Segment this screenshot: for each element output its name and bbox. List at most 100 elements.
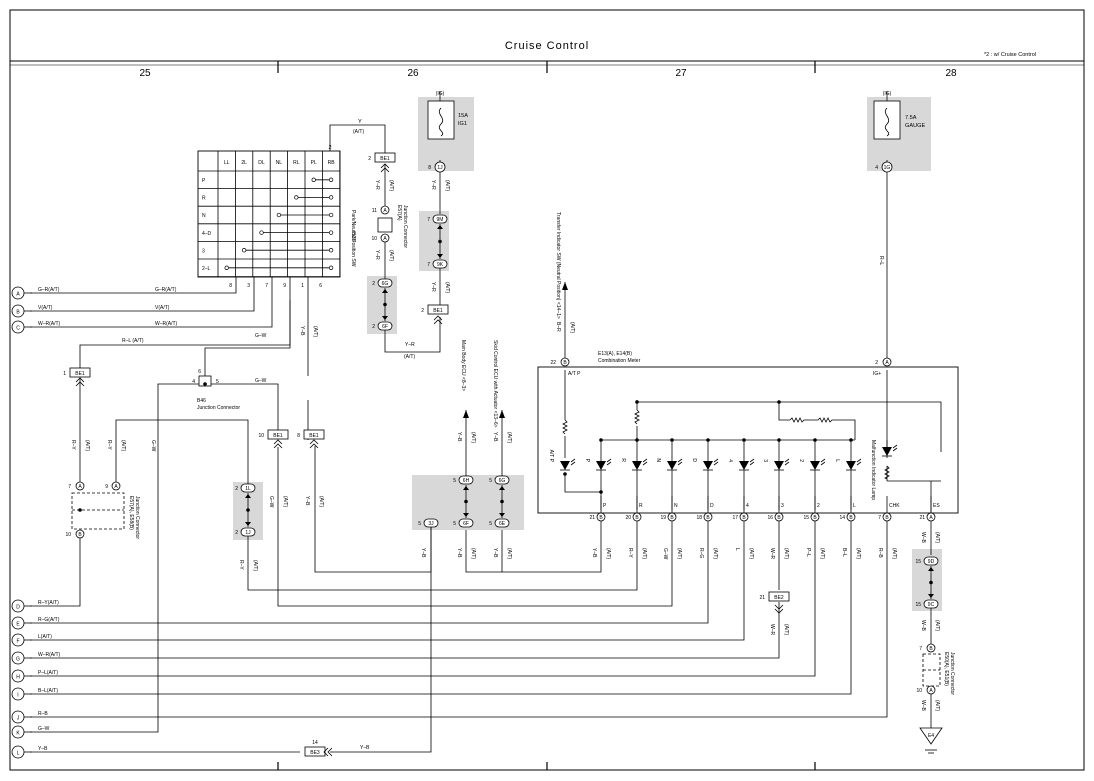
meter-pin-label: ES xyxy=(933,503,940,509)
connector-be1-c: BE1 10 xyxy=(258,429,289,440)
connector-pin: 7 xyxy=(427,262,430,268)
led-7: 2 xyxy=(798,438,826,510)
svg-text:BE1: BE1 xyxy=(273,433,283,439)
svg-text:(A/T): (A/T) xyxy=(252,560,258,571)
connector-code: 6G xyxy=(499,478,506,484)
terminal-letter: K xyxy=(16,731,20,737)
connector-pin: 2 xyxy=(372,281,375,287)
svg-text:Y: Y xyxy=(358,119,362,125)
terminal-letter: F xyxy=(16,639,19,645)
terminal-letter: C xyxy=(16,326,20,332)
meter-pin-number: 7 xyxy=(878,515,881,521)
meter-pin-label: P xyxy=(603,503,607,509)
svg-text:Y–B: Y–B xyxy=(456,548,462,558)
led-label: 4 xyxy=(727,459,733,462)
svg-text:Junction Connector: Junction Connector xyxy=(949,652,955,695)
svg-text:Junction Connector: Junction Connector xyxy=(402,205,408,248)
svg-text:(A/T): (A/T) xyxy=(353,129,364,135)
resistor-r xyxy=(634,409,640,425)
svg-text:5: 5 xyxy=(216,379,219,385)
svg-text:R–L: R–L xyxy=(878,256,884,265)
terminal-wire: P–L(A/T) xyxy=(38,670,58,676)
connector-3j: 3J5 xyxy=(418,518,439,528)
fuse-gauge-pin: 4 xyxy=(875,165,878,171)
svg-text:10: 10 xyxy=(916,688,922,694)
svg-text:7: 7 xyxy=(919,646,922,652)
svg-text:(A/T): (A/T) xyxy=(120,440,126,451)
led-0: A/T P xyxy=(548,450,576,471)
meter-pin-number: 20 xyxy=(625,515,631,521)
svg-text:Y–R: Y–R xyxy=(374,250,380,260)
svg-text:R–Y: R–Y xyxy=(70,440,76,450)
svg-text:10: 10 xyxy=(258,433,264,439)
svg-text:BE2: BE2 xyxy=(774,595,784,601)
led-label: L xyxy=(834,459,840,462)
left-terminal-C: CW–R(A/T) xyxy=(11,320,61,334)
svg-text:E13(A), E14(B): E13(A), E14(B) xyxy=(598,351,632,357)
svg-text:(A/T): (A/T) xyxy=(934,620,940,631)
svg-text:W–R: W–R xyxy=(769,624,775,636)
fuse-ig1-pin: 8 xyxy=(428,165,431,171)
svg-text:(A/T): (A/T) xyxy=(934,532,940,543)
led-label: N xyxy=(655,458,661,462)
led-mil xyxy=(882,447,892,456)
svg-text:2: 2 xyxy=(421,308,424,314)
left-terminal-H: HP–L(A/T) xyxy=(11,669,58,683)
wires xyxy=(30,91,942,753)
connector-code: 3J xyxy=(428,521,434,527)
terminal-wire: R–Y(A/T) xyxy=(38,600,59,606)
led-label: R xyxy=(620,458,626,462)
connector-code: 9M xyxy=(437,217,444,223)
svg-text:E50(A), E51(B): E50(A), E51(B) xyxy=(943,652,949,686)
meter-pin-conn: B xyxy=(635,515,639,521)
svg-text:A/T P: A/T P xyxy=(568,371,581,377)
svg-text:W–B: W–B xyxy=(920,620,926,632)
connector-pin: 5 xyxy=(489,478,492,484)
svg-text:Junction Connector: Junction Connector xyxy=(134,496,140,539)
svg-text:G–W: G–W xyxy=(268,496,274,508)
meter-wire-at: (A/T) xyxy=(676,548,682,559)
connector-code: 1J xyxy=(245,530,251,536)
svg-text:(A/T): (A/T) xyxy=(783,624,789,635)
svg-text:Junction Connector: Junction Connector xyxy=(197,405,240,411)
svg-text:A: A xyxy=(929,688,933,694)
left-terminal-A: AG–R(A/T) xyxy=(11,286,60,300)
chevrons xyxy=(75,163,784,757)
meter-wire: R–B xyxy=(877,548,883,558)
connector-pin: 2 xyxy=(235,530,238,536)
svg-text:R–Y: R–Y xyxy=(238,560,244,570)
switch-row-label: R xyxy=(202,196,206,202)
terminal-wire: G–W xyxy=(38,726,50,732)
meter-pin-number: 17 xyxy=(732,515,738,521)
svg-text:(A/T): (A/T) xyxy=(388,250,394,261)
meter-pin-conn: B xyxy=(742,515,746,521)
switch-header: DL xyxy=(258,160,265,166)
svg-text:B: B xyxy=(78,532,82,538)
terminal-wire: W–R(A/T) xyxy=(38,652,61,658)
led-label: 2 xyxy=(798,459,804,462)
svg-text:(A/T): (A/T) xyxy=(282,496,288,507)
junction-e50: B A 7 10 E50(A), E51(B) Junction Connect… xyxy=(916,643,955,695)
meter-wire: R–Y xyxy=(627,548,633,558)
svg-text:Malfunction Indicator Lamp: Malfunction Indicator Lamp xyxy=(870,440,876,500)
fuse-ig1: (IG) 15A IG1 1J 8 xyxy=(427,91,468,173)
svg-text:W–B: W–B xyxy=(920,700,926,712)
svg-text:Y–B: Y–B xyxy=(420,548,426,558)
meter-pin-conn: B xyxy=(599,515,603,521)
svg-text:(A/T): (A/T) xyxy=(404,354,415,360)
meter-pin-conn: A xyxy=(929,515,933,521)
switch-name: B35 xyxy=(350,232,356,242)
svg-text:14: 14 xyxy=(312,740,318,746)
led-label: A/T P xyxy=(548,450,554,463)
svg-text:(A/T): (A/T) xyxy=(506,432,512,443)
column-label-3: 27 xyxy=(675,68,687,79)
svg-text:G–W: G–W xyxy=(150,440,156,452)
meter-wire: P–L xyxy=(805,548,811,557)
terminal-wire: V(A/T) xyxy=(38,305,53,311)
svg-text:A: A xyxy=(383,236,387,242)
